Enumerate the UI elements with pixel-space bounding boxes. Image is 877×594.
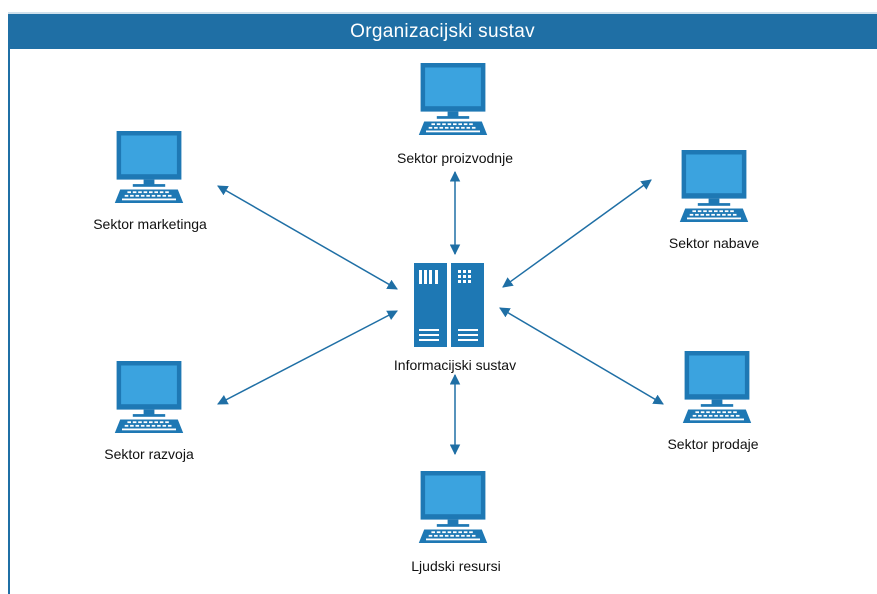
link-nabave	[502, 179, 652, 288]
computer-icon-proizvodnje	[418, 63, 488, 135]
computer-icon-marketinga	[114, 131, 184, 203]
node-label-marketinga: Sektor marketinga	[93, 216, 207, 232]
diagram-title: Organizacijski sustav	[350, 20, 535, 42]
link-marketinga	[217, 185, 398, 290]
computer-icon-prodaje	[682, 351, 752, 423]
link-prodaje	[499, 307, 664, 405]
node-label-ljudski: Ljudski resursi	[411, 558, 501, 574]
center-label: Informacijski sustav	[393, 357, 517, 373]
node-label-proizvodnje: Sektor proizvodnje	[397, 150, 513, 166]
computer-icon-nabave	[679, 150, 749, 222]
left-border	[8, 47, 10, 594]
node-label-prodaje: Sektor prodaje	[667, 436, 759, 452]
computer-icon-ljudski	[418, 471, 488, 543]
title-bar: Organizacijski sustav	[8, 12, 877, 49]
server-icon	[414, 263, 484, 347]
node-label-nabave: Sektor nabave	[668, 235, 760, 251]
computer-icon-razvoja	[114, 361, 184, 433]
node-label-razvoja: Sektor razvoja	[104, 446, 194, 462]
link-razvoja	[217, 310, 398, 405]
